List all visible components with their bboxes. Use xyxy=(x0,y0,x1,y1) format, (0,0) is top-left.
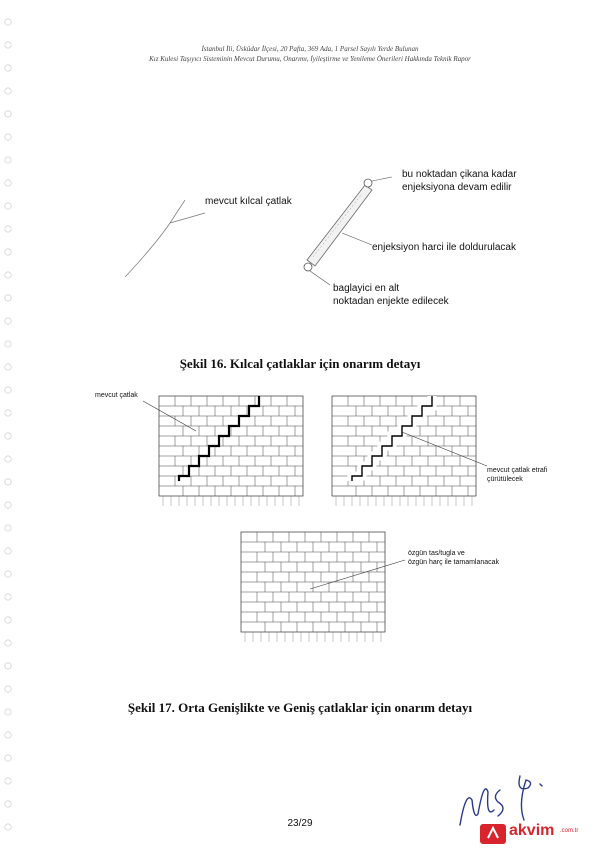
binder-hole xyxy=(4,179,12,187)
binder-hole xyxy=(4,570,12,578)
binder-hole xyxy=(4,225,12,233)
brick-pattern xyxy=(331,395,477,506)
figure-16-caption: Şekil 16. Kılcal çatlaklar için onarım d… xyxy=(179,356,421,371)
report-header-line-1: İstanbul İli, Üsküdar İlçesi, 20 Pafta, … xyxy=(201,45,419,53)
handwritten-signature xyxy=(459,775,543,826)
binder-hole xyxy=(4,386,12,394)
brick-pattern xyxy=(158,395,304,506)
label-existing-crack: mevcut çatlak xyxy=(95,392,138,399)
label-scrape-around-crack-1: mevcut çatlak etrafi xyxy=(487,467,548,474)
binder-hole xyxy=(4,501,12,509)
binder-hole xyxy=(4,731,12,739)
binder-hole xyxy=(4,616,12,624)
brick-pattern xyxy=(240,531,386,642)
crack-line xyxy=(177,396,261,481)
binder-hole xyxy=(4,202,12,210)
binder-hole xyxy=(4,110,12,118)
binder-hole xyxy=(4,547,12,555)
binder-hole xyxy=(4,593,12,601)
binder-hole xyxy=(4,524,12,532)
binder-holes xyxy=(4,18,12,831)
binder-hole xyxy=(4,432,12,440)
binder-hole xyxy=(4,317,12,325)
label-fill-with-mortar: enjeksiyon harci ile doldurulacak xyxy=(372,242,516,253)
label-inject-until-2: enjeksiyona devam edilir xyxy=(402,182,512,193)
binder-hole xyxy=(4,271,12,279)
binder-hole xyxy=(4,156,12,164)
binder-hole xyxy=(4,754,12,762)
label-scrape-around-crack-2: çürütülecek xyxy=(487,476,523,483)
binder-hole xyxy=(4,455,12,463)
label-connector-1: baglayici en alt xyxy=(333,283,400,294)
binder-hole xyxy=(4,363,12,371)
crack-line xyxy=(351,396,433,481)
label-existing-hairline-crack: mevcut kılcal çatlak xyxy=(205,196,292,207)
label-connector-2: noktadan enjekte edilecek xyxy=(333,296,449,307)
binder-hole xyxy=(4,340,12,348)
report-header-line-2: Kız Kulesi Taşıyıcı Sisteminin Mevcut Du… xyxy=(149,55,471,63)
binder-hole xyxy=(4,823,12,831)
binder-hole xyxy=(4,133,12,141)
binder-hole xyxy=(4,708,12,716)
figure-17-caption: Şekil 17. Orta Genişlikte ve Geniş çatla… xyxy=(127,700,473,715)
binder-hole xyxy=(4,662,12,670)
figure-16-hairline-crack-drawing xyxy=(124,176,393,286)
binder-hole xyxy=(4,87,12,95)
watermark-logo-icon xyxy=(480,824,506,844)
label-inject-until-1: bu noktadan çikana kadar xyxy=(402,169,517,180)
label-original-brick-1: özgün tas/tugla ve xyxy=(408,550,465,557)
brick-wall-right xyxy=(331,395,477,506)
binder-hole xyxy=(4,294,12,302)
binder-hole xyxy=(4,800,12,808)
brick-wall-bottom xyxy=(240,531,386,642)
watermark-suffix: .com.tr xyxy=(560,828,579,834)
binder-hole xyxy=(4,18,12,26)
binder-hole xyxy=(4,64,12,72)
page-number: 23/29 xyxy=(287,818,313,829)
brick-wall-left xyxy=(158,395,304,506)
binder-hole xyxy=(4,777,12,785)
binder-hole xyxy=(4,248,12,256)
watermark-text: akvim xyxy=(509,822,555,839)
binder-hole xyxy=(4,478,12,486)
binder-hole xyxy=(4,41,12,49)
binder-hole xyxy=(4,639,12,647)
label-original-brick-2: özgün harç ile tamamlanacak xyxy=(408,559,500,566)
binder-hole xyxy=(4,409,12,417)
binder-hole xyxy=(4,685,12,693)
